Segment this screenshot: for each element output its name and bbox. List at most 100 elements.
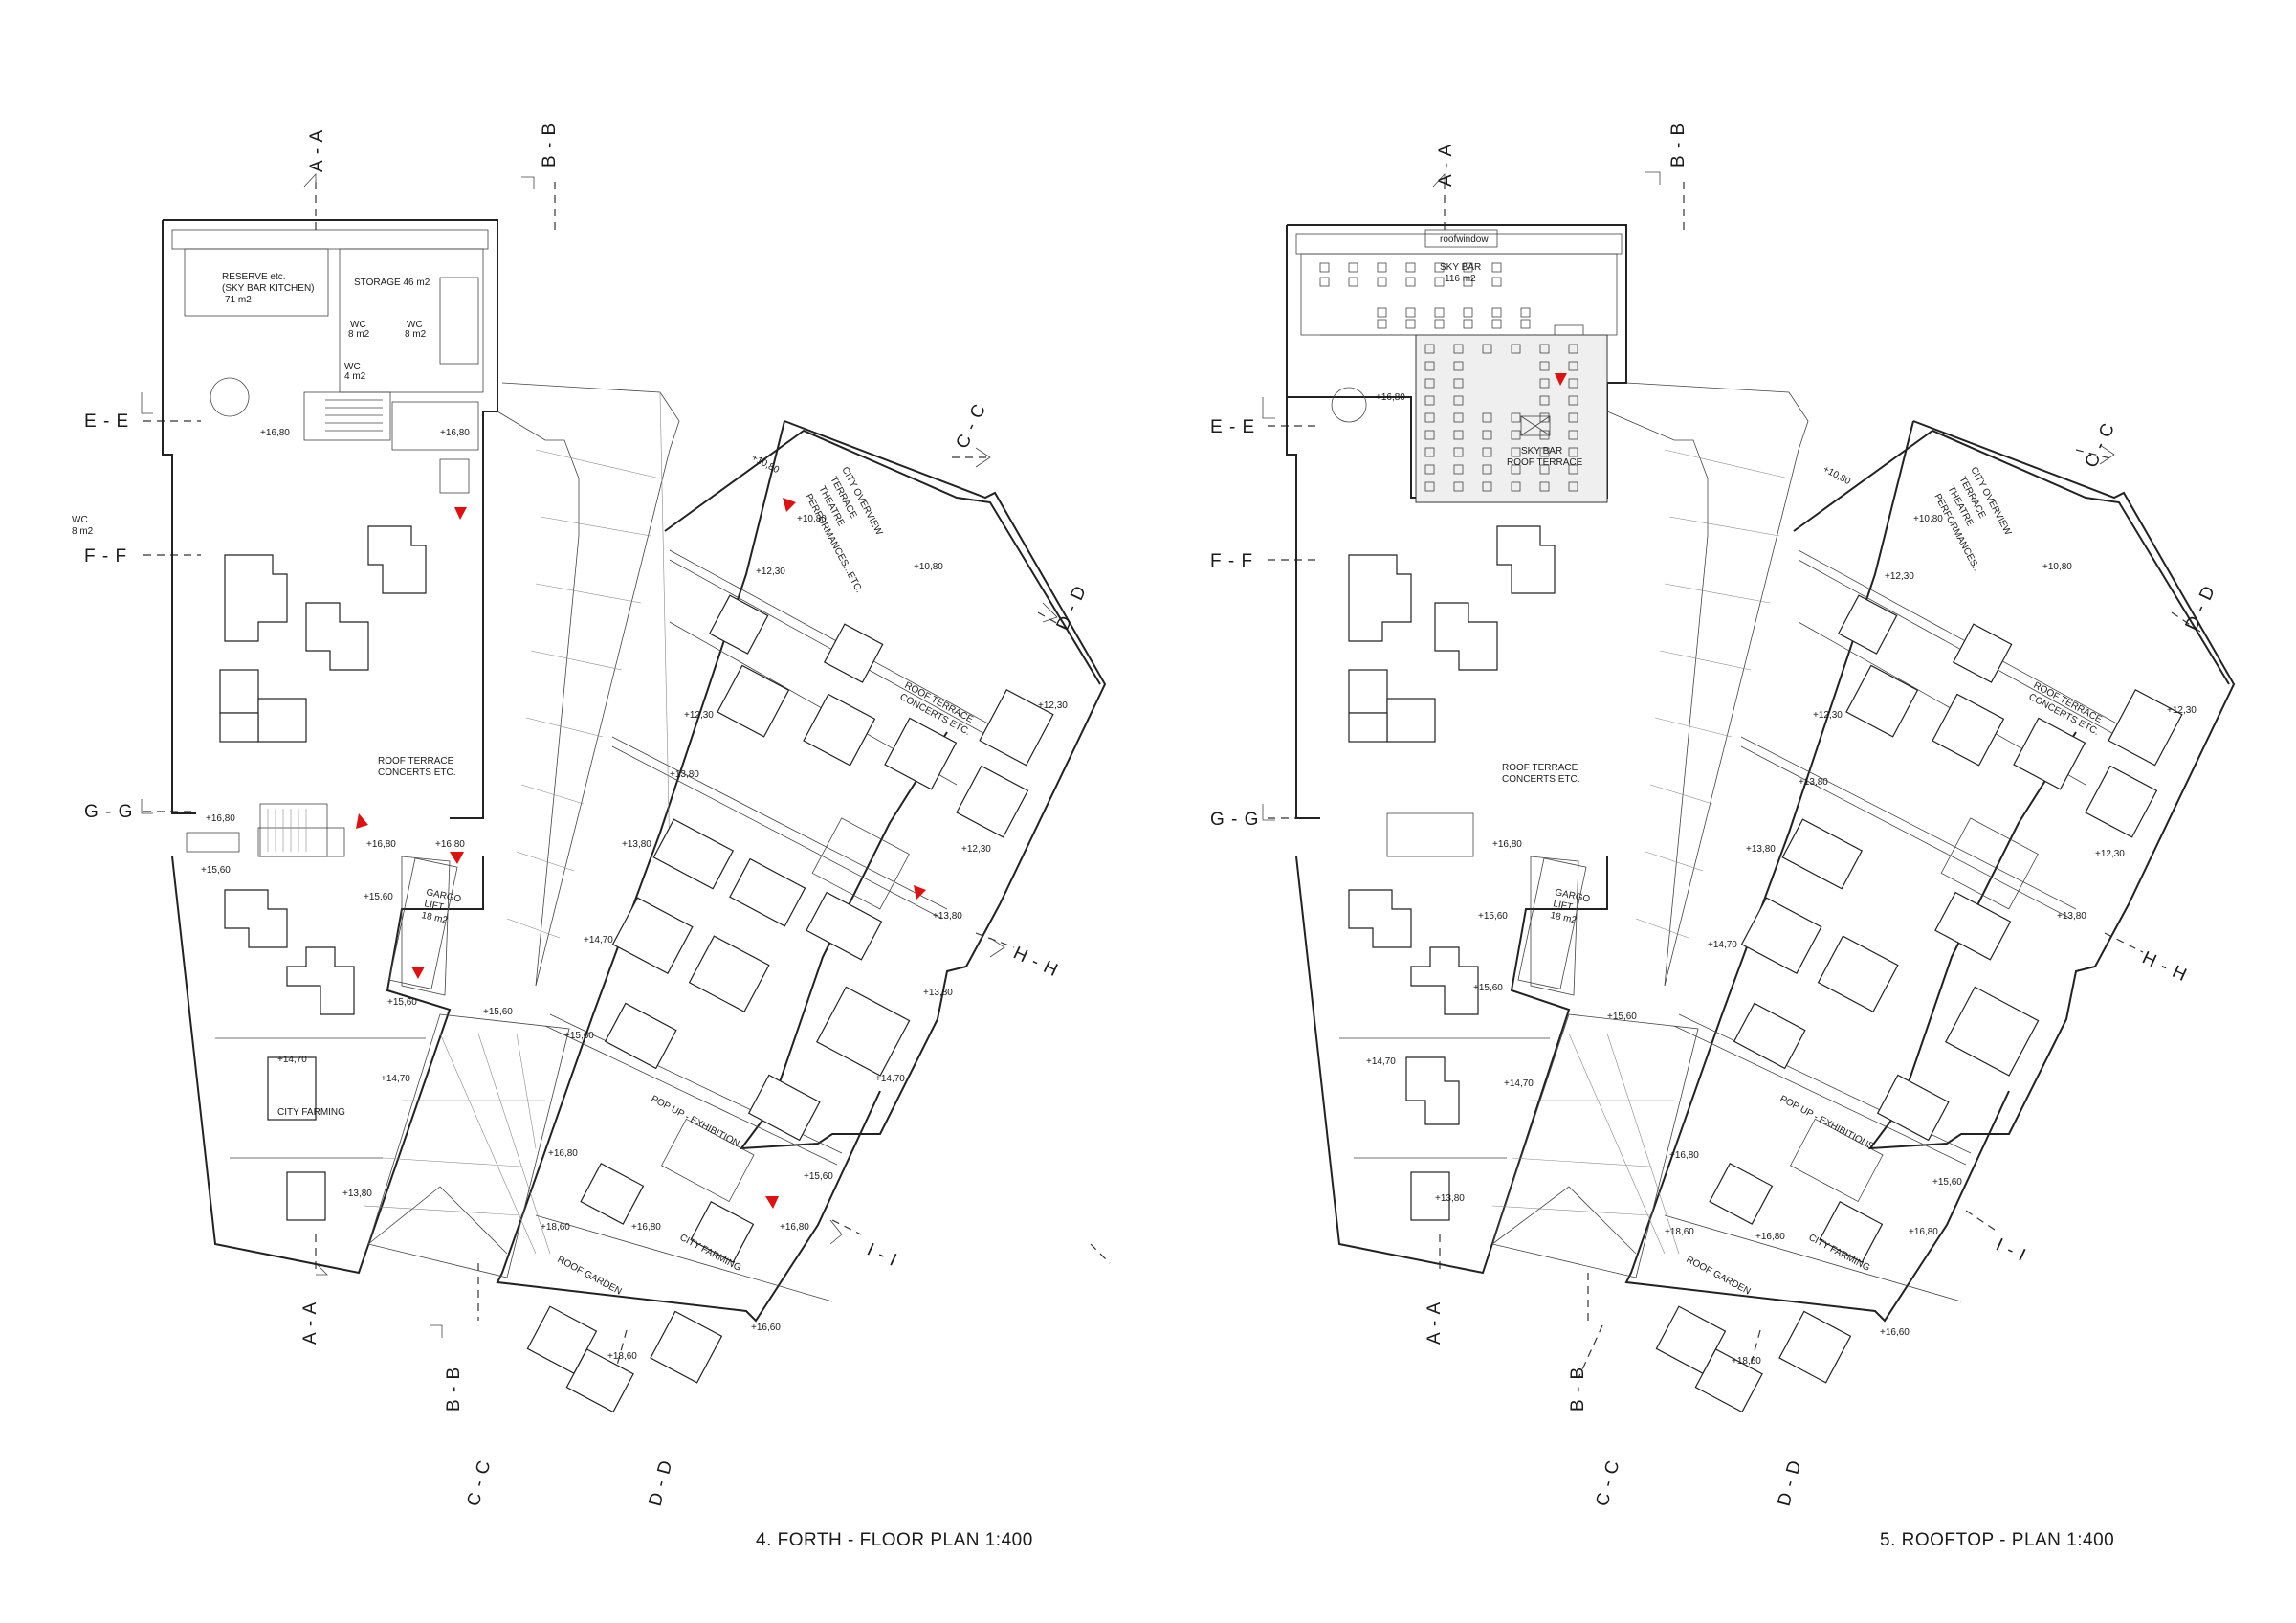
section-label: B - B xyxy=(444,1367,464,1412)
section-label: C - C xyxy=(2081,420,2119,472)
furniture-blocks xyxy=(1348,525,2183,1413)
table xyxy=(1424,344,1435,354)
table xyxy=(1511,464,1521,475)
table xyxy=(1511,412,1521,423)
table xyxy=(1463,307,1473,318)
table xyxy=(1568,464,1578,475)
entrance-arrows xyxy=(356,498,926,1209)
room-label: CITY FARMING xyxy=(277,1107,345,1118)
section-label: F - F xyxy=(1210,551,1253,571)
table xyxy=(1453,464,1464,475)
room-label: WC xyxy=(350,320,366,330)
level-label: +16,80 xyxy=(1376,392,1405,403)
table xyxy=(1491,262,1502,273)
table xyxy=(1491,277,1502,287)
room-label: WC xyxy=(407,320,423,330)
level-label: +16,80 xyxy=(1909,1227,1938,1237)
arrow-marker xyxy=(411,967,425,979)
arrow-marker xyxy=(765,1196,779,1209)
table xyxy=(1453,378,1464,389)
left-building-outline xyxy=(162,219,498,857)
level-label: +16,80 xyxy=(440,428,470,438)
level-label: +15,60 xyxy=(1932,1177,1962,1188)
table xyxy=(1539,378,1550,389)
table xyxy=(1511,430,1521,440)
arrow-marker xyxy=(450,852,464,864)
section-label: E - E xyxy=(84,411,129,432)
table xyxy=(1319,277,1330,287)
room-label: 18 m2 xyxy=(1549,910,1578,926)
table xyxy=(1453,361,1464,371)
section-label: H - H xyxy=(1010,943,1062,981)
table xyxy=(1348,262,1358,273)
level-label: +18,60 xyxy=(541,1222,570,1233)
section-label: B - B xyxy=(540,122,560,167)
table xyxy=(1568,412,1578,423)
room-label: 4 m2 xyxy=(344,371,366,382)
level-label: +12,30 xyxy=(1885,571,1914,582)
left-lower-outline xyxy=(1295,856,1608,1275)
level-label: +10,80 xyxy=(914,562,943,572)
table xyxy=(1568,447,1578,457)
section-label: F - F xyxy=(84,546,127,567)
table xyxy=(1568,481,1578,492)
table xyxy=(1568,344,1578,354)
section-label: D - D xyxy=(2181,583,2219,634)
stair-cores xyxy=(259,803,910,1203)
level-label: +14,70 xyxy=(1708,940,1737,950)
table xyxy=(1520,319,1531,329)
table xyxy=(1377,262,1387,273)
table xyxy=(1482,464,1492,475)
table xyxy=(1568,430,1578,440)
table xyxy=(1424,430,1435,440)
level-label: +10,80 xyxy=(1821,464,1853,487)
rooftop-plan: (function(){ var ns="http://www.w3.org/2… xyxy=(1210,122,2236,1550)
room-label: RESERVE etc. xyxy=(222,272,286,282)
level-label: +14,70 xyxy=(277,1055,307,1065)
table xyxy=(1405,262,1416,273)
table xyxy=(1348,277,1358,287)
table xyxy=(1424,447,1435,457)
section-label: C - C xyxy=(952,401,990,453)
level-label: +15,60 xyxy=(1607,1012,1637,1022)
section-label: B - B xyxy=(1568,1367,1588,1412)
plan-title: 4. FORTH - FLOOR PLAN 1:400 xyxy=(756,1530,1033,1550)
level-label: +15,60 xyxy=(1473,983,1503,993)
left-lower-outline xyxy=(171,856,484,1275)
level-label: +15,60 xyxy=(364,892,393,902)
table xyxy=(1539,464,1550,475)
room-label: 18 m2 xyxy=(420,910,449,926)
table xyxy=(1491,319,1502,329)
table xyxy=(1434,262,1445,273)
stair-cores xyxy=(1517,817,2039,1203)
section-label: D - D xyxy=(1775,1457,1806,1508)
table xyxy=(1377,277,1387,287)
room-label: SKY BAR xyxy=(1521,446,1562,456)
room-label: 71 m2 xyxy=(225,295,252,305)
level-label: +16,80 xyxy=(548,1148,578,1159)
level-labels: +16,80 +10,80 +10,80 +10,80 +12,30 +12,3… xyxy=(1366,392,2197,1367)
table xyxy=(1405,307,1416,318)
section-label: I - I xyxy=(864,1239,900,1271)
level-label: +14,70 xyxy=(1504,1078,1534,1089)
room-label: CONCERTS ETC. xyxy=(378,767,456,778)
level-label: +12,30 xyxy=(2095,849,2125,859)
table xyxy=(1568,361,1578,371)
level-label: +14,70 xyxy=(381,1074,410,1084)
table xyxy=(1424,412,1435,423)
table xyxy=(1453,447,1464,457)
table xyxy=(1424,361,1435,371)
table xyxy=(1511,344,1521,354)
table xyxy=(1424,464,1435,475)
table xyxy=(1568,395,1578,406)
section-label: A - A xyxy=(307,129,327,172)
right-wing-outline xyxy=(1624,420,2236,1323)
table xyxy=(1482,447,1492,457)
arrow-marker xyxy=(783,498,796,512)
table xyxy=(1511,447,1521,457)
table xyxy=(1377,307,1387,318)
level-label: +15,60 xyxy=(387,997,417,1008)
level-label: +13,80 xyxy=(1799,777,1828,788)
table xyxy=(1539,412,1550,423)
table xyxy=(1453,395,1464,406)
